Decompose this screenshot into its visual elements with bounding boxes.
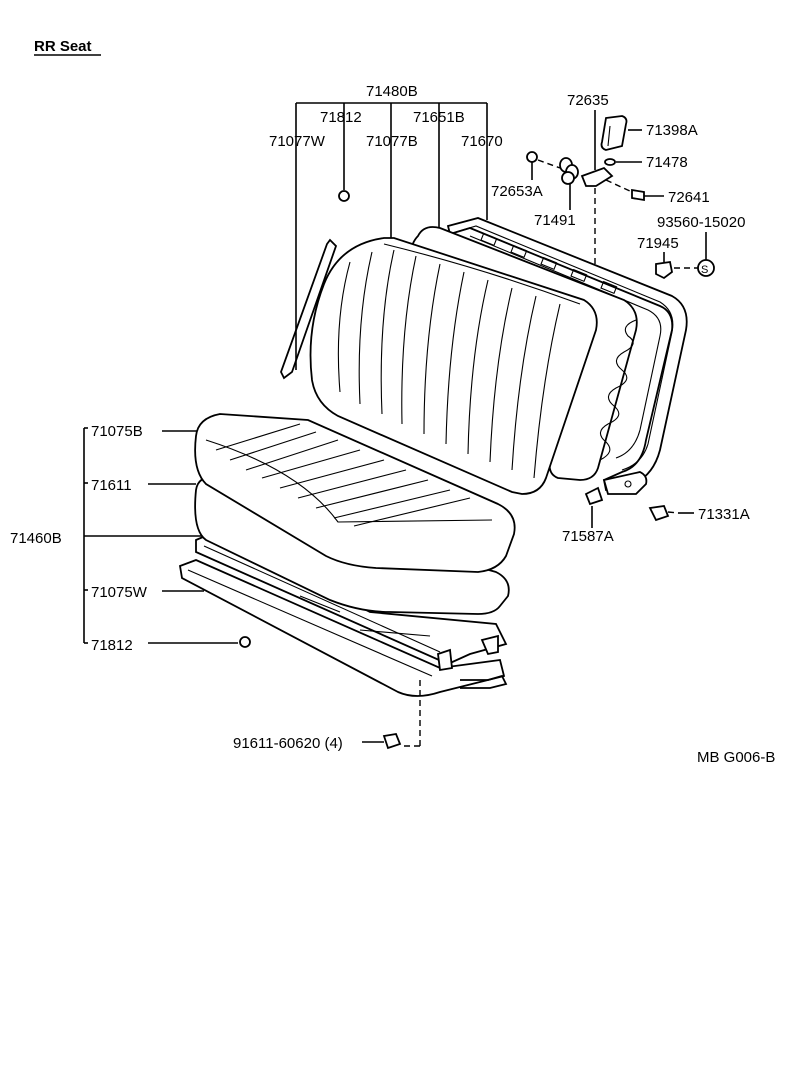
label-91611-60620: 91611-60620 (4) bbox=[233, 735, 343, 752]
seal-mark-label: S bbox=[701, 264, 708, 276]
label-71587A: 71587A bbox=[562, 528, 614, 545]
bolt-91611-60620 bbox=[382, 732, 402, 750]
label-71478: 71478 bbox=[646, 154, 688, 171]
seatback-frame-71670 bbox=[446, 217, 688, 495]
label-72653A: 72653A bbox=[491, 183, 543, 200]
label-72635: 72635 bbox=[567, 92, 609, 109]
diagram-code: MB G006-B bbox=[697, 749, 775, 766]
spring-71491 bbox=[559, 157, 579, 185]
bracket-71480B bbox=[295, 102, 488, 370]
part-71587A bbox=[584, 486, 604, 506]
clip-71945 bbox=[655, 260, 673, 280]
label-71077B: 71077B bbox=[366, 133, 418, 150]
label-72641: 72641 bbox=[668, 189, 710, 206]
label-71398A: 71398A bbox=[646, 122, 698, 139]
bolt-71331A bbox=[648, 505, 670, 522]
lever-plate bbox=[580, 166, 614, 187]
grommet-71812-bottom bbox=[239, 636, 251, 648]
washer-72653A bbox=[526, 151, 538, 163]
label-71331A: 71331A bbox=[698, 506, 750, 523]
label-71651B: 71651B bbox=[413, 109, 465, 126]
label-71075B: 71075B bbox=[91, 423, 143, 440]
knob-71398A bbox=[600, 115, 628, 151]
ring-71478 bbox=[604, 158, 616, 166]
label-71075W: 71075W bbox=[91, 584, 148, 601]
seatback-cover-71077B bbox=[309, 237, 598, 495]
label-71077W: 71077W bbox=[269, 133, 326, 150]
label-71812-top: 71812 bbox=[320, 109, 362, 126]
wire-71077W bbox=[280, 238, 338, 380]
seat-cushion-cover-71075B bbox=[194, 413, 516, 573]
label-93560-15020: 93560-15020 bbox=[657, 214, 745, 231]
label-71491: 71491 bbox=[534, 212, 576, 229]
bracket-71460B bbox=[83, 427, 206, 644]
diagram-title: RR Seat bbox=[34, 38, 92, 55]
label-71812-bottom: 71812 bbox=[91, 637, 133, 654]
label-71480B: 71480B bbox=[366, 83, 418, 100]
label-71945: 71945 bbox=[637, 235, 679, 252]
bolt-72641 bbox=[631, 188, 645, 202]
label-71460B: 71460B bbox=[10, 530, 62, 547]
grommet-71812-top bbox=[338, 190, 350, 202]
label-71611: 71611 bbox=[91, 477, 132, 494]
label-71670: 71670 bbox=[461, 133, 503, 150]
